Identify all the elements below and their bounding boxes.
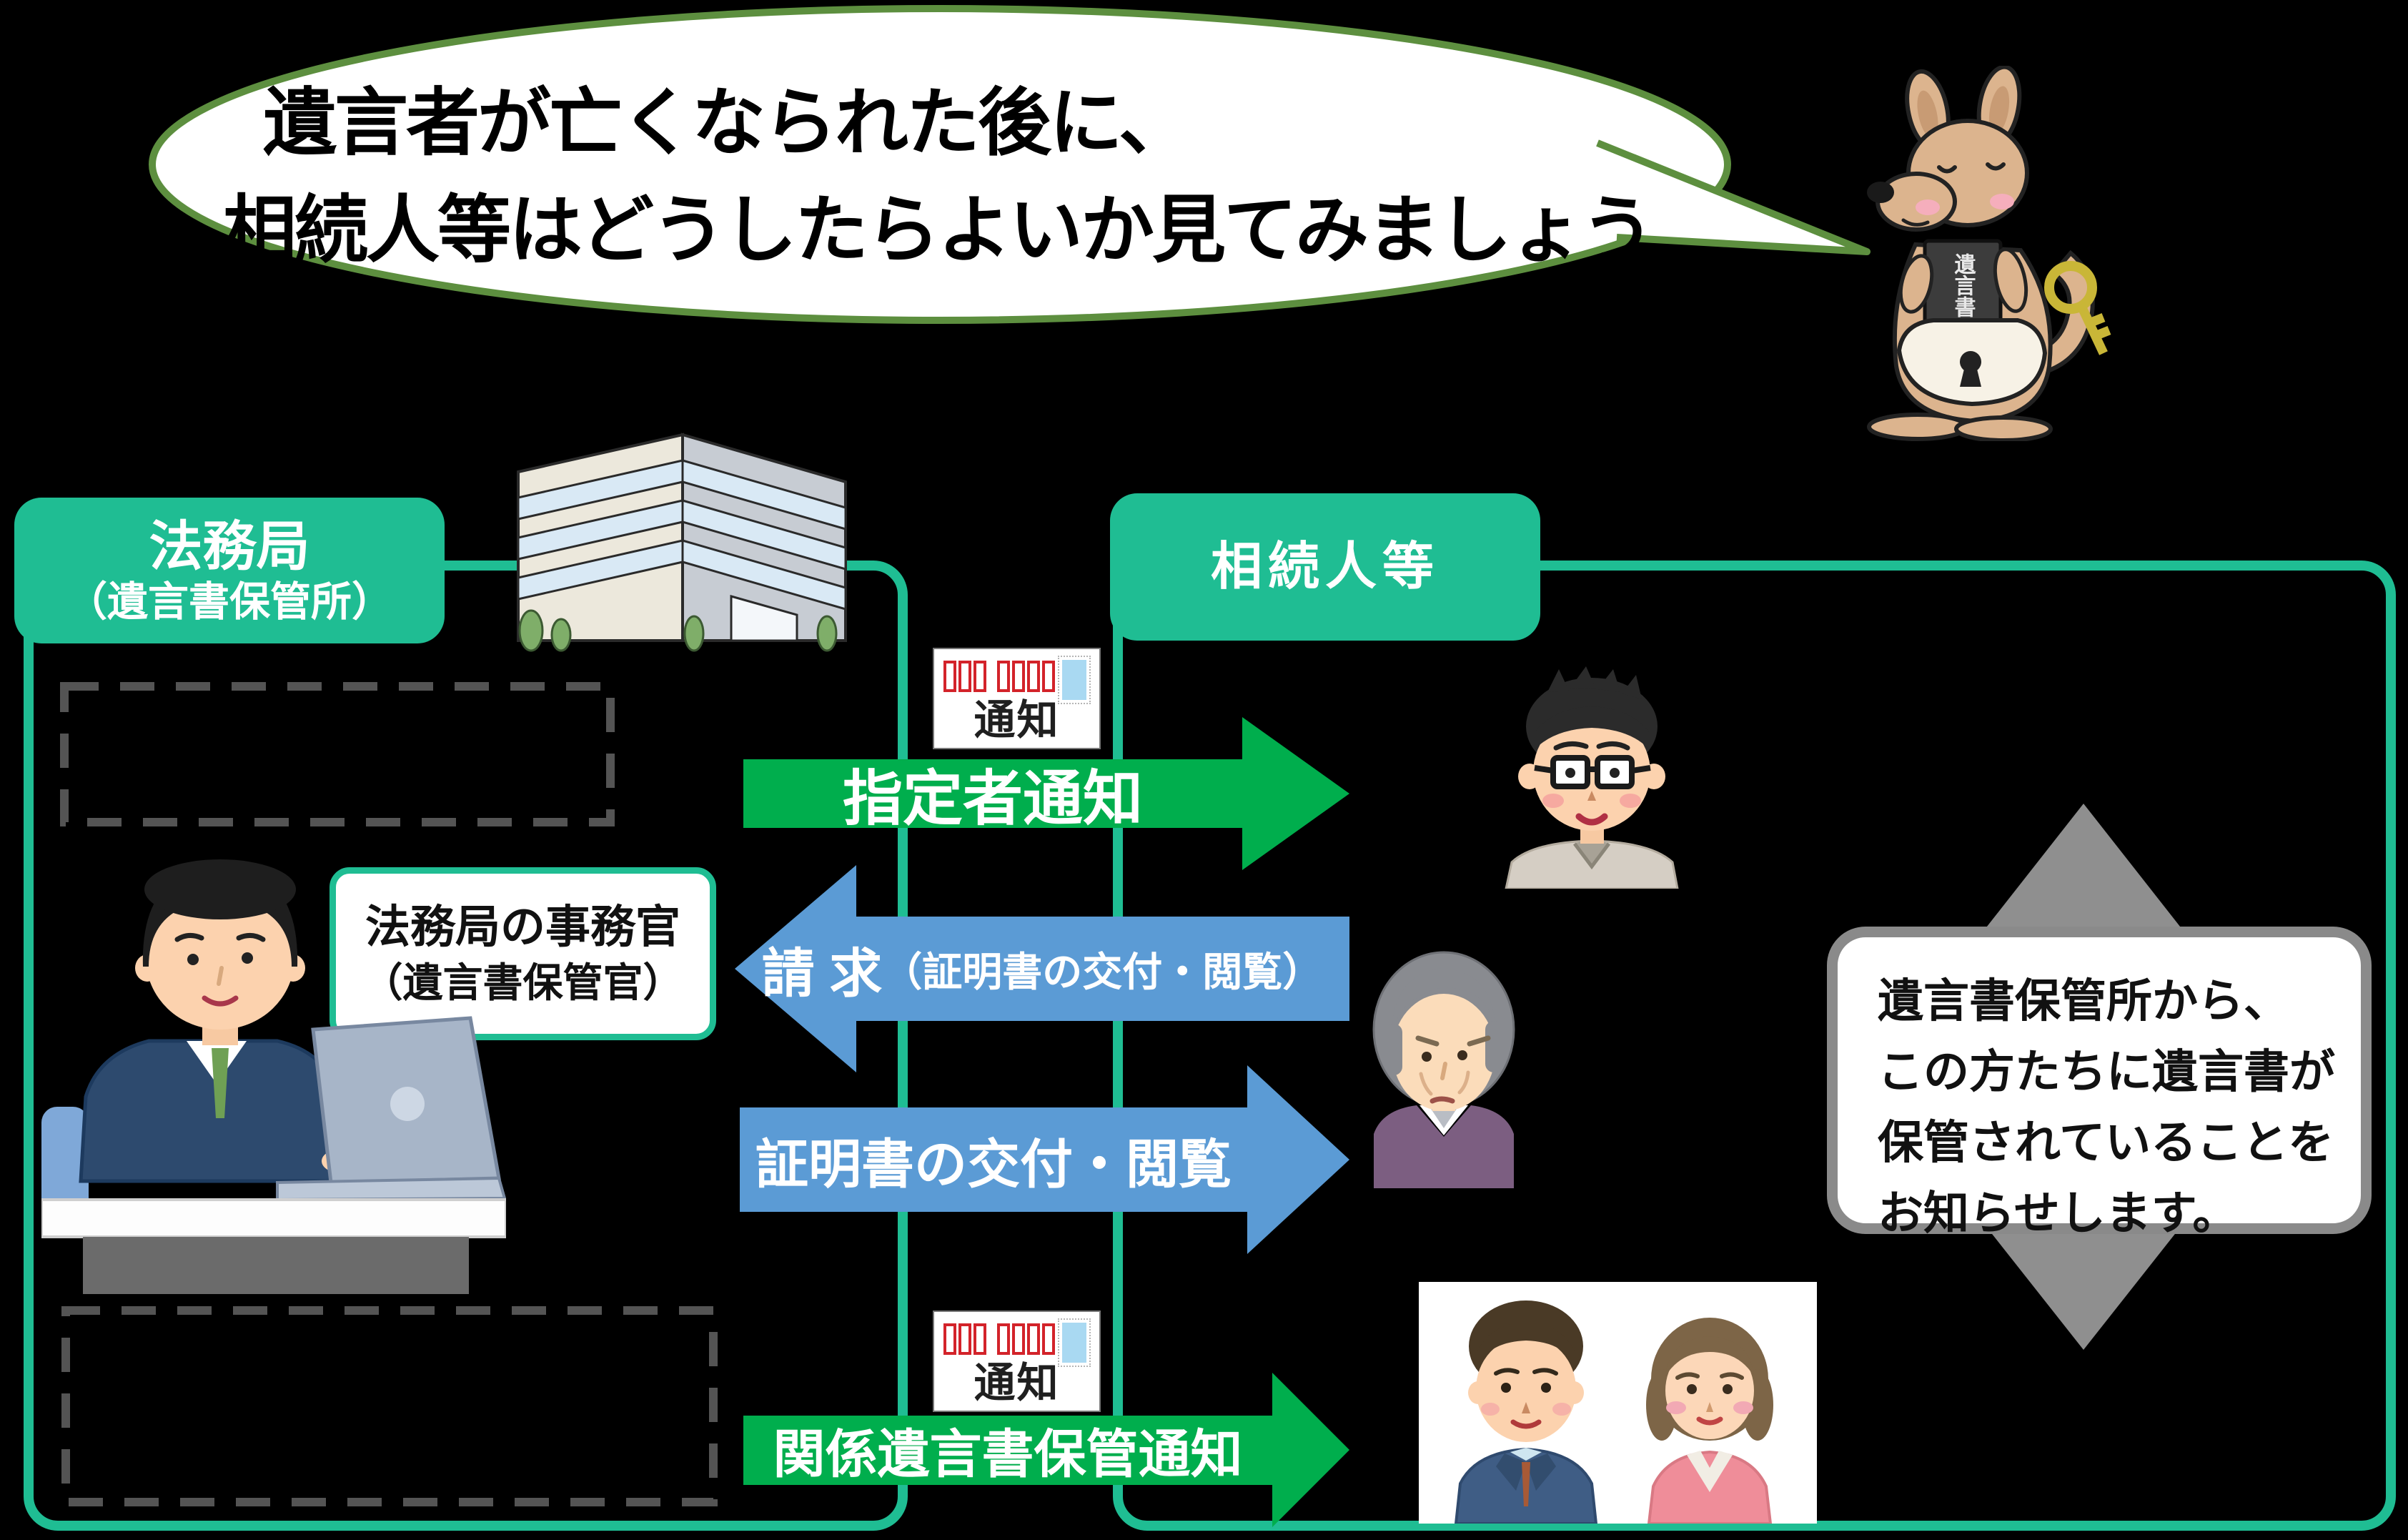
- arrow-related-notice: 関係遺言書保管通知: [743, 1373, 1349, 1527]
- postal-marks: [943, 1323, 1057, 1355]
- note-line1: 遺言書保管所から、: [1878, 974, 2289, 1028]
- gold-key-icon: [2044, 261, 2111, 355]
- speech-bubble: [149, 5, 1871, 324]
- request-main-label: 請 求: [761, 943, 883, 1003]
- elderly-woman-icon: [1372, 951, 1515, 1188]
- note-line3: 保管されていることを: [1878, 1116, 2334, 1170]
- married-couple-icon: [1454, 1300, 1773, 1524]
- arrow-designee-notice: 指定者通知: [743, 717, 1349, 870]
- postal-marks: [943, 661, 1057, 692]
- kangaroo-mascot-icon: 遺言書: [1867, 66, 2111, 441]
- stamp-icon: [1058, 656, 1091, 704]
- officer-label-box: 法務局の事務官 （遺言書保管官）: [330, 867, 716, 1040]
- notice-envelope-top-icon: 通知: [933, 648, 1101, 749]
- envelope-label: 通知: [973, 1360, 1060, 1406]
- legal-bureau-subtitle: （遺言書保管所）: [66, 578, 392, 625]
- heirs-label: 相続人等: [1110, 493, 1540, 641]
- placeholder-box-top: [60, 682, 615, 826]
- officer-title: 法務局の事務官: [365, 902, 680, 952]
- bubble-text-line1: 遺言者が亡くなられた後に、: [263, 82, 1192, 164]
- clerk-at-laptop-icon: [41, 859, 506, 1294]
- legal-bureau-label: 法務局 （遺言書保管所）: [14, 498, 445, 643]
- request-label: 請 求 （証明書の交付・閲覧）: [735, 865, 1349, 1072]
- bubble-text-line2: 相続人等はどうしたらよいか見てみましょう: [223, 189, 1655, 271]
- legal-bureau-title: 法務局: [149, 516, 310, 577]
- envelope-label: 通知: [973, 697, 1060, 744]
- stamp-icon: [1058, 1318, 1091, 1367]
- officer-subtitle: （遺言書保管官）: [362, 959, 683, 1005]
- placeholder-box-bottom: [61, 1306, 718, 1506]
- related-notice-label: 関係遺言書保管通知: [773, 1426, 1243, 1484]
- arrow-request: 請 求 （証明書の交付・閲覧）: [735, 865, 1349, 1072]
- heirs-title: 相続人等: [1210, 538, 1440, 596]
- arrow-certificate-issue: 証明書の交付・閲覧: [740, 1065, 1349, 1254]
- notice-envelope-bottom-icon: 通知: [933, 1311, 1101, 1412]
- designee-notice-label: 指定者通知: [842, 764, 1143, 832]
- married-couple-card: [1419, 1282, 1817, 1524]
- note-line4: お知らせします。: [1878, 1187, 2239, 1240]
- note-line2: この方たちに遺言書が: [1878, 1045, 2335, 1099]
- man-with-glasses-icon: [1505, 666, 1679, 889]
- notice-explanation-box: 遺言書保管所から、 この方たちに遺言書が 保管されていることを お知らせします。: [1827, 927, 2372, 1240]
- certificate-issue-label: 証明書の交付・閲覧: [755, 1134, 1232, 1194]
- office-building-icon: [517, 433, 847, 652]
- request-sub-label: （証明書の交付・閲覧）: [882, 949, 1323, 994]
- mascot-will-label: 遺言書: [1951, 253, 1976, 318]
